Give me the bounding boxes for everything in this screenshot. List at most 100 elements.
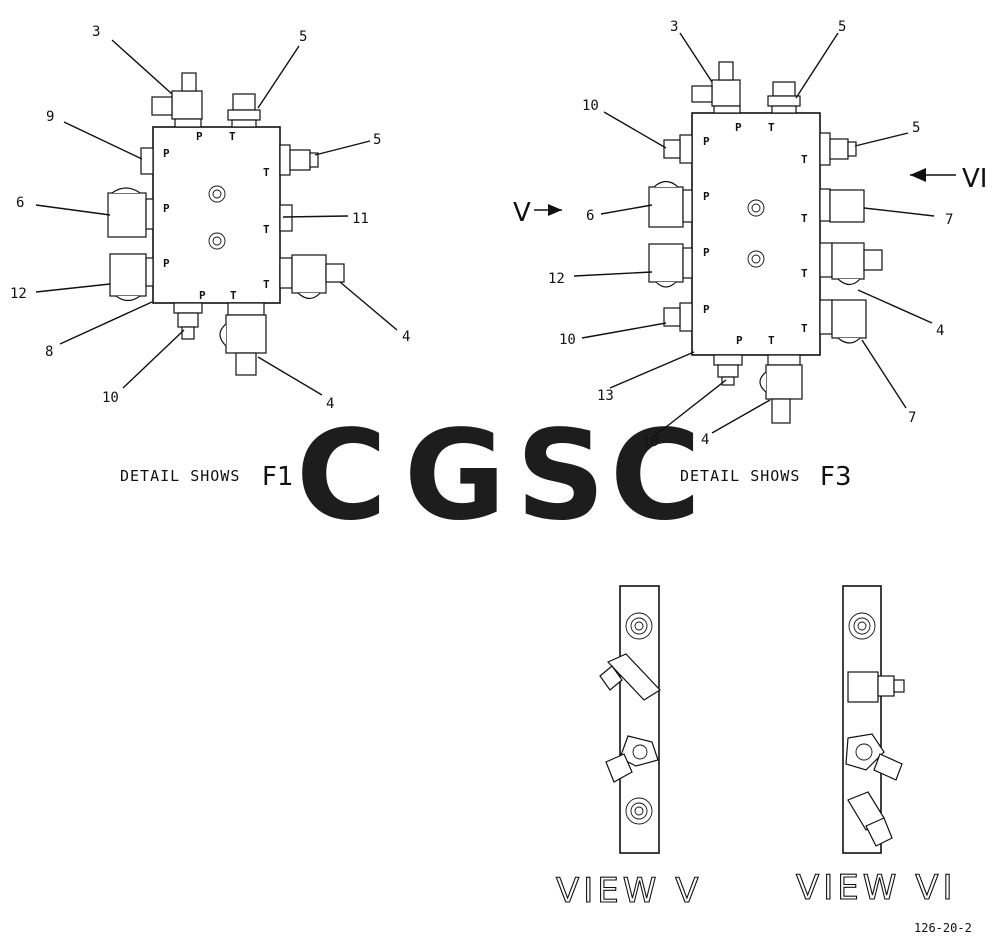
f3-fitting-right-top: [819, 132, 857, 166]
figure-id: 126-20-2: [914, 921, 972, 935]
f3-caption-code: F3: [820, 462, 852, 492]
f1-callout: 5: [373, 132, 381, 148]
view-vi-fitting-straight: [847, 671, 905, 703]
f3-port-label: T: [801, 267, 808, 280]
view-v-label: VIEW V: [556, 871, 702, 911]
view-v: VIEW V: [555, 585, 702, 912]
f3-port-label: P: [703, 135, 710, 148]
f1-callout: 12: [10, 286, 27, 302]
view-vi: VIEW VI: [795, 585, 956, 909]
view-v-port-top: [625, 612, 653, 640]
f3-fitting-left-top: [663, 134, 693, 164]
view-vi-fitting-angled-lower: [847, 791, 893, 847]
f3-callout: 13: [597, 388, 614, 404]
f1-port-label: T: [263, 223, 270, 236]
f3-fitting-bottom-left: [713, 354, 743, 386]
f1-fitting-straight-top: [227, 93, 261, 128]
f3-fitting-straight-top: [767, 81, 801, 114]
f1-fitting-bottom-left: [173, 302, 203, 340]
detail-f3: P T P T P T P T P T P T: [513, 19, 987, 492]
f3-port-label: T: [801, 153, 808, 166]
f3-solenoid-left-lower: [648, 243, 693, 288]
f3-port-label: T: [801, 212, 808, 225]
f1-solenoid-left: [107, 187, 154, 238]
f3-view-vi-label: VI: [962, 164, 987, 194]
f3-view-v-arrow: [534, 204, 562, 216]
f1-callout: 6: [16, 195, 24, 211]
f1-callout: 4: [402, 329, 410, 345]
f1-caption-code: F1: [262, 462, 294, 492]
f3-callout: 6: [586, 208, 594, 224]
f3-port-label: P: [736, 334, 743, 347]
f3-manifold-block: [691, 112, 821, 356]
f1-callout: 5: [299, 29, 307, 45]
f3-mount-hole-top: [747, 199, 765, 217]
f1-port-label: P: [163, 147, 170, 160]
f3-callout: 7: [945, 212, 953, 228]
f1-port-label: P: [196, 130, 203, 143]
f1-fitting-elbow-top: [151, 72, 203, 128]
f3-solenoid-right-top: [819, 188, 865, 223]
watermark-letter: C: [610, 404, 701, 548]
f3-mount-hole-bottom: [747, 250, 765, 268]
f1-solenoid-left-lower: [109, 253, 154, 302]
f3-callout: 5: [838, 19, 846, 35]
f3-port-label: T: [801, 322, 808, 335]
f1-caption-prefix: DETAIL SHOWS: [120, 467, 240, 485]
f3-fitting-right-mid: [819, 242, 883, 286]
f1-mount-hole-bottom: [208, 232, 226, 250]
f1-port-label: T: [263, 166, 270, 179]
detail-f1: P T P T P T P T P T: [10, 24, 410, 492]
f3-leader-lines: [573, 32, 935, 439]
f3-callout: 10: [582, 98, 599, 114]
f3-callout: 4: [701, 432, 709, 448]
f3-callout: 3: [670, 19, 678, 35]
f1-mount-hole-top: [208, 185, 226, 203]
f3-callout: 12: [548, 271, 565, 287]
f3-callout: 5: [912, 120, 920, 136]
f1-plug-left-top: [140, 147, 154, 175]
f1-callout: 8: [45, 344, 53, 360]
view-v-port-bottom: [625, 797, 653, 825]
f3-solenoid-right-bottom: [819, 299, 867, 344]
view-v-fitting-angled-upper: [599, 653, 661, 701]
view-vi-label: VIEW VI: [796, 868, 956, 908]
f1-port-label: T: [229, 130, 236, 143]
f3-port-label: P: [735, 121, 742, 134]
f3-port-label: P: [703, 303, 710, 316]
f3-caption-prefix: DETAIL SHOWS: [680, 467, 800, 485]
f3-view-v-label: V: [513, 198, 531, 228]
f1-plug-right-mid: [279, 204, 293, 232]
watermark-letter: S: [516, 404, 605, 548]
view-v-fitting-angled-lower: [605, 735, 659, 783]
f3-view-vi-arrow: [910, 168, 956, 182]
f1-callout: 11: [352, 211, 369, 227]
f1-fitting-right-top: [279, 144, 319, 176]
f1-callout: 3: [92, 24, 100, 40]
f3-solenoid-left: [648, 180, 693, 228]
f1-port-label: P: [199, 289, 206, 302]
f1-callout: 9: [46, 109, 54, 125]
f1-port-label: P: [163, 257, 170, 270]
view-vi-port-top: [848, 612, 876, 640]
f1-port-label: T: [230, 289, 237, 302]
f3-callout: 7: [908, 410, 916, 426]
f3-callout: 10: [642, 434, 659, 450]
watermark-letter: G: [404, 404, 506, 548]
cgsc-watermark: C G S C: [296, 404, 701, 548]
f1-manifold-block: [152, 126, 281, 304]
f1-callout: 4: [326, 396, 334, 412]
f1-port-label: P: [163, 202, 170, 215]
f3-port-label: P: [703, 246, 710, 259]
f1-leader-lines: [35, 39, 398, 396]
f3-port-label: T: [768, 121, 775, 134]
f3-port-label: P: [703, 190, 710, 203]
f3-fitting-bottom-elbow: [759, 354, 803, 424]
f3-callout: 4: [936, 323, 944, 339]
view-vi-fitting-angled-upper: [845, 733, 903, 781]
f1-fitting-bottom-elbow: [219, 302, 267, 376]
f1-callout: 10: [102, 390, 119, 406]
f1-port-label: T: [263, 278, 270, 291]
